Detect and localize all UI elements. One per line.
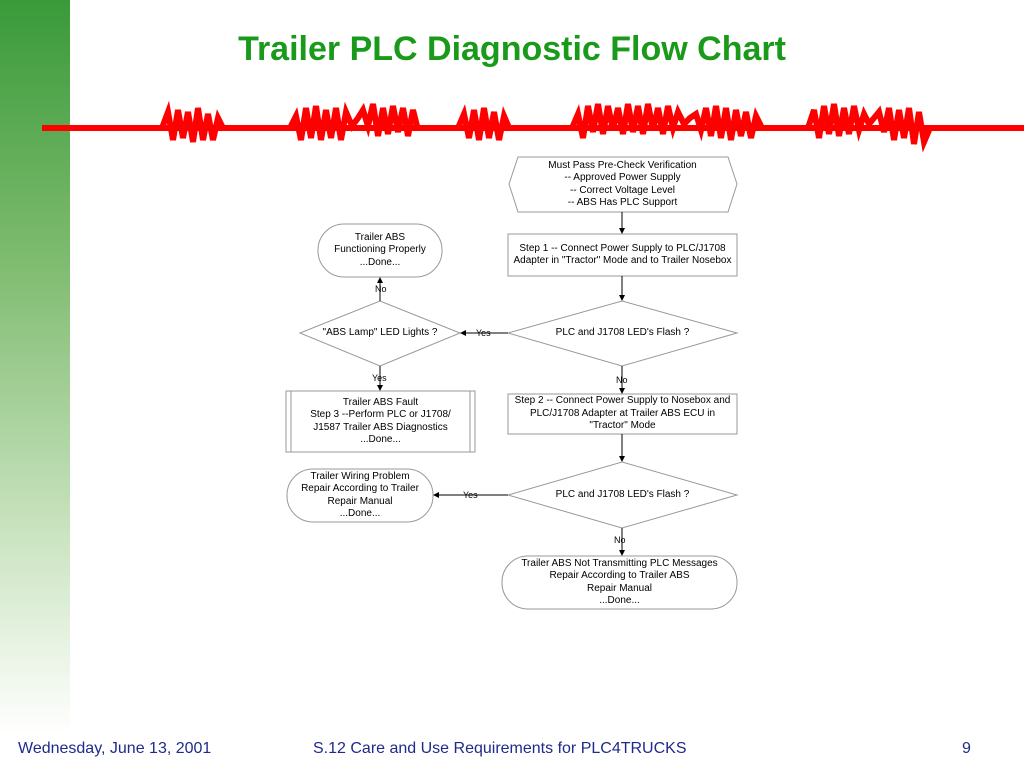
not-transmitting-terminator	[501, 555, 738, 610]
slide-title: Trailer PLC Diagnostic Flow Chart	[238, 30, 786, 68]
waveform-divider	[42, 100, 1024, 153]
edge-label-abs-lamp-yes: Yes	[372, 373, 387, 383]
abs-ok-node: Trailer ABS Functioning Properly ...Done…	[334, 231, 426, 268]
decision1-node: PLC and J1708 LED's Flash ?	[555, 326, 690, 338]
edge-label-abs-lamp-no: No	[375, 284, 387, 294]
edge-label-decision1-yes: Yes	[476, 328, 491, 338]
footer-caption: S.12 Care and Use Requirements for PLC4T…	[313, 740, 687, 757]
step1-node: Step 1 -- Connect Power Supply to PLC/J1…	[513, 242, 732, 267]
step2-node: Step 2 -- Connect Power Supply to Nosebo…	[514, 395, 731, 432]
abs-fault-box	[285, 390, 476, 453]
footer-date: Wednesday, June 13, 2001	[18, 740, 212, 757]
sidebar-gradient	[0, 0, 70, 735]
step2-box	[507, 393, 738, 435]
edge-label-decision1-no: No	[616, 375, 628, 385]
decision2-node: PLC and J1708 LED's Flash ?	[555, 488, 690, 500]
edge-label-decision2-yes: Yes	[463, 490, 478, 500]
precheck-node: Must Pass Pre-Check Verification -- Appr…	[548, 159, 697, 209]
footer-page-number: 9	[962, 740, 971, 757]
edge-label-decision2-no: No	[614, 535, 626, 545]
precheck-hexagon	[508, 156, 738, 213]
abs-fault-node: Trailer ABS Fault Step 3 --Perform PLC o…	[310, 396, 451, 446]
abs-lamp-node: "ABS Lamp" LED Lights ?	[322, 326, 438, 338]
not-transmitting-node: Trailer ABS Not Transmitting PLC Message…	[521, 557, 718, 607]
wiring-node: Trailer Wiring Problem Repair According …	[301, 470, 419, 520]
